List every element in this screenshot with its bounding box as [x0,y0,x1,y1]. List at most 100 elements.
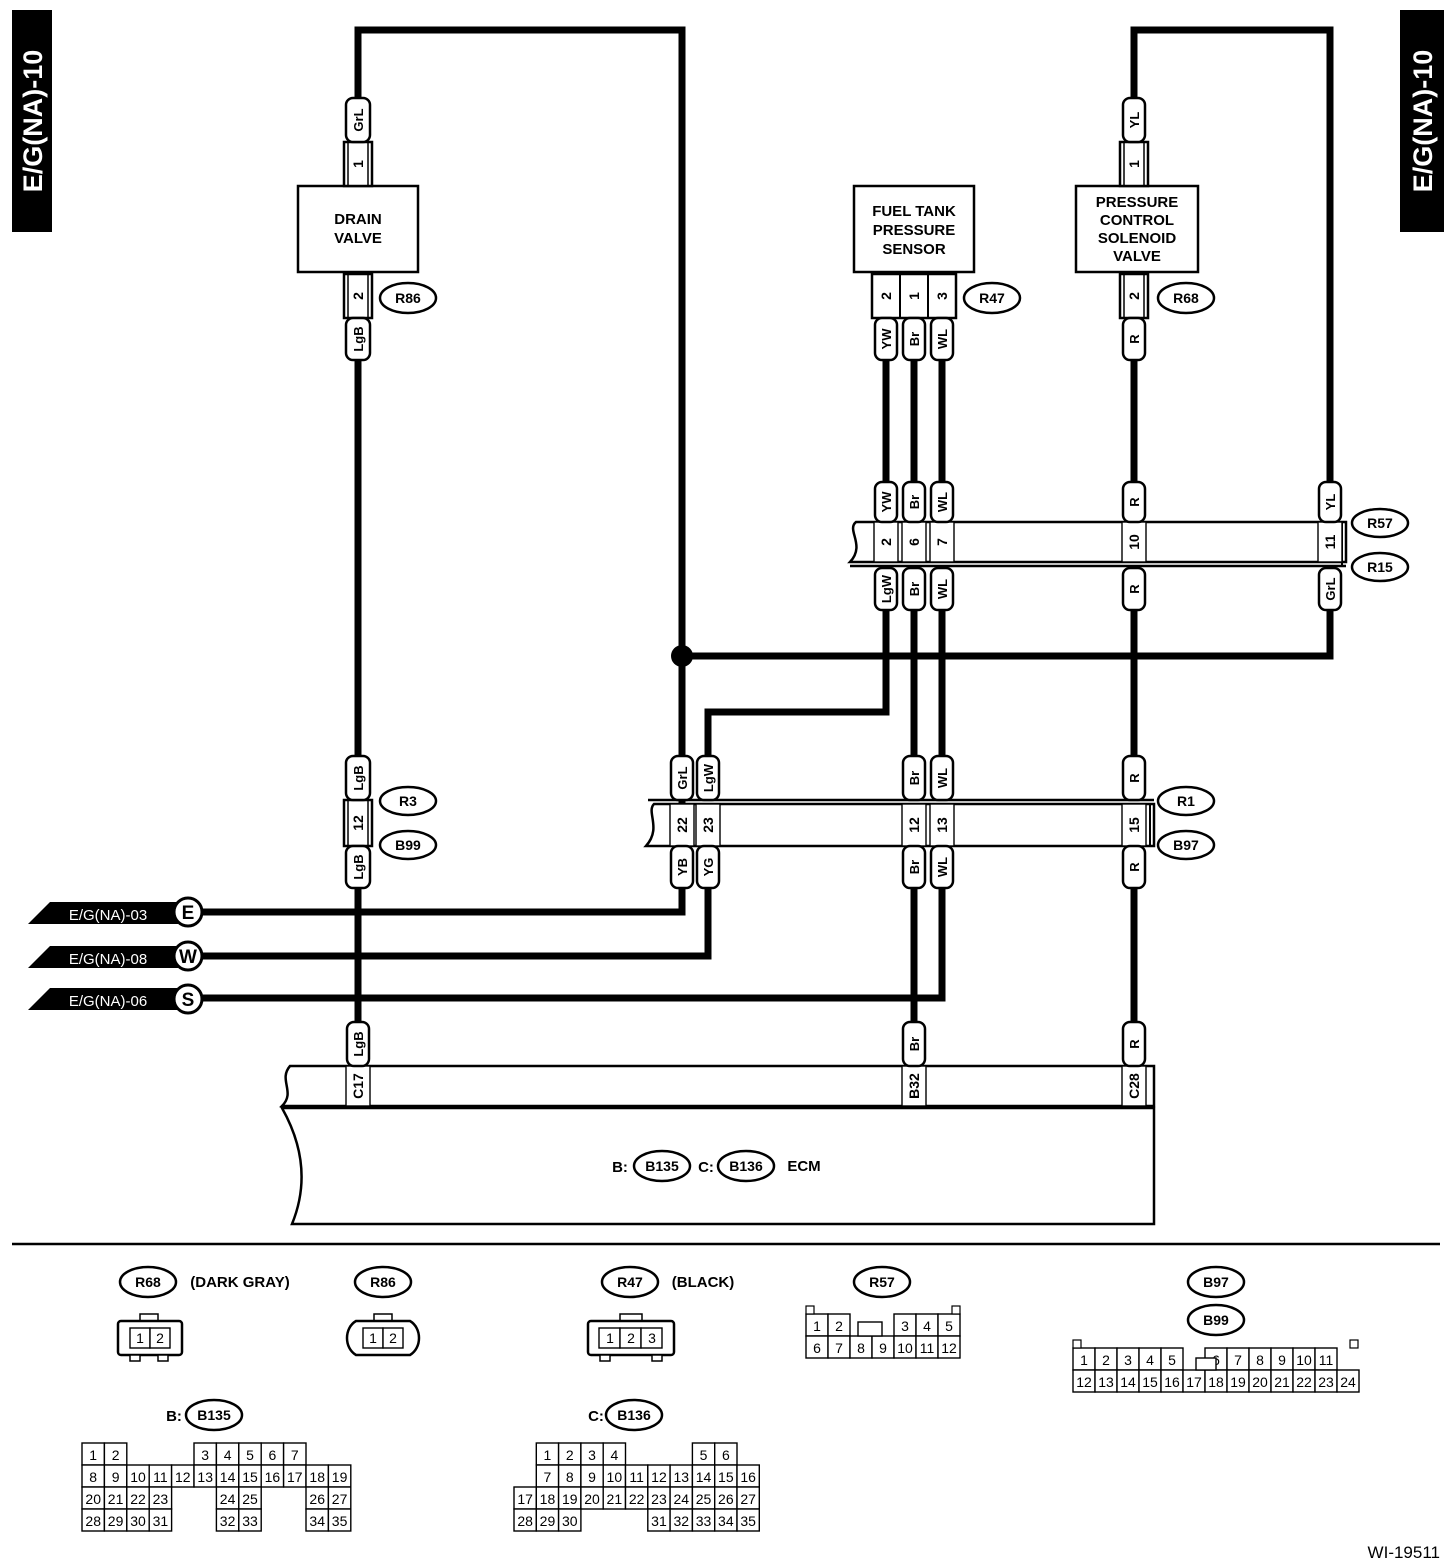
connector-cell-label: 22 [629,1491,645,1507]
offpage-connector-e[interactable]: E/G(NA)-03 E [28,896,204,928]
svg-text:1: 1 [136,1330,144,1346]
connector-cell-label: 10 [607,1469,623,1485]
svg-text:GrL: GrL [351,108,366,131]
junction-pin [929,521,955,563]
svg-text:C:: C: [698,1159,714,1176]
svg-text:SENSOR: SENSOR [882,241,946,258]
connector-cell-label: 12 [175,1469,191,1485]
connector-cell-label: 4 [610,1447,618,1463]
svg-text:E/G(NA)-06: E/G(NA)-06 [69,993,147,1010]
connector-cell-label: 11 [920,1340,935,1356]
connector-cell-label: 14 [696,1469,712,1485]
connector-cell-label: 15 [242,1469,258,1485]
svg-text:E/G(NA)-03: E/G(NA)-03 [69,907,147,924]
svg-text:LgB: LgB [351,326,366,351]
connector-cell-label: 13 [673,1469,689,1485]
connector-cell-label: 18 [1208,1374,1224,1390]
wire-tag-label: YW [879,491,894,513]
connector-cell-label: 10 [130,1469,146,1485]
svg-text:B:: B: [612,1159,628,1176]
svg-text:2: 2 [350,292,366,300]
connector-cell-label: 4 [1146,1352,1154,1368]
svg-text:2: 2 [389,1330,397,1346]
connector-cell-label: 21 [1274,1374,1290,1390]
wire-tag-label: R [1127,497,1142,507]
svg-text:VALVE: VALVE [334,230,382,247]
connector-cell-label: 2 [835,1318,843,1334]
ecm-pin [901,1065,927,1107]
wire-tag-label: GrL [675,766,690,789]
connector-cell-label: 19 [1230,1374,1246,1390]
svg-text:R68: R68 [1173,290,1199,306]
connector-cell-label: 4 [224,1447,232,1463]
wire-tag-label: Br [907,582,922,596]
svg-text:E/G(NA)-10: E/G(NA)-10 [1408,50,1438,193]
connector-cell-label: 12 [1076,1374,1092,1390]
connector-cell [1336,1369,1360,1393]
junction-pin-label: 15 [1126,817,1142,833]
wire-tag [1121,566,1147,612]
svg-text:R68: R68 [135,1274,161,1290]
svg-text:R86: R86 [370,1274,396,1290]
connector-cell-label: 7 [1234,1352,1242,1368]
svg-text:WL: WL [935,329,950,349]
connector-cell-label: 11 [1319,1352,1334,1368]
connector-cell-label: 20 [1252,1374,1268,1390]
pressure-control-solenoid-valve: PRESSURE CONTROL SOLENOID VALVE 1 2 YL R… [1074,96,1216,362]
connector-cell-label: 15 [718,1469,734,1485]
offpage-connector-w[interactable]: E/G(NA)-08 W [28,940,204,972]
offpage-connector-s[interactable]: E/G(NA)-06 S [28,983,204,1015]
connector-cell-label: 27 [332,1491,348,1507]
connector-cell-label: 11 [629,1469,644,1485]
wire-tag-label: R [1127,862,1142,872]
connector-cell [327,1508,352,1532]
wire-tag [345,1020,371,1068]
connector-cell-label: 9 [879,1340,887,1356]
figure-id: WI-19511 [1368,1543,1440,1562]
svg-text:R1: R1 [1177,793,1195,809]
connector-cell-label: 1 [89,1447,97,1463]
connector-cell [557,1508,582,1532]
junction-pin [929,803,955,847]
svg-text:1: 1 [906,292,922,300]
svg-text:(DARK GRAY): (DARK GRAY) [190,1274,289,1291]
connector-cell-label: 24 [220,1491,236,1507]
svg-text:B136: B136 [729,1158,763,1174]
wire-tag [929,754,955,802]
wire-tag [901,754,927,802]
svg-text:DRAIN: DRAIN [334,211,382,228]
connector-cell-label: 13 [197,1469,213,1485]
connector-cell-label: 5 [246,1447,254,1463]
wire-tag-label: Br [907,1037,922,1051]
svg-text:SOLENOID: SOLENOID [1098,230,1177,247]
wire-tag [873,480,899,524]
connector-cell-label: 26 [309,1491,325,1507]
wire-tag-label: LgW [879,574,894,603]
svg-text:R: R [1127,334,1142,344]
wire-tag [1121,1020,1147,1068]
junction-pin-label: 2 [878,538,894,546]
junction-pin-label: 13 [934,817,950,833]
wire-tag-label: LgW [701,763,716,792]
junction-pin-label: 6 [906,538,922,546]
ecm-pin-label: B32 [906,1073,922,1099]
connector-cell-label: 2 [112,1447,120,1463]
svg-text:1: 1 [1126,160,1142,168]
page-tag-right: E/G(NA)-10 [1400,10,1444,232]
connector-cell-label: 25 [242,1491,258,1507]
wire-tag-label: WL [935,492,950,512]
connector-cell-label: 16 [265,1469,281,1485]
svg-text:VALVE: VALVE [1113,248,1161,265]
connector-cell-label: 29 [540,1513,556,1529]
connector-cell-label: 22 [130,1491,146,1507]
connector-cell-label: 7 [544,1469,552,1485]
svg-text:YW: YW [879,328,894,350]
connector-cell-label: 31 [651,1513,667,1529]
connector-cell-label: 14 [1120,1374,1136,1390]
ecm-pin [1121,1065,1147,1107]
svg-text:CONTROL: CONTROL [1100,212,1174,229]
junction-pin-label: 22 [674,817,690,833]
